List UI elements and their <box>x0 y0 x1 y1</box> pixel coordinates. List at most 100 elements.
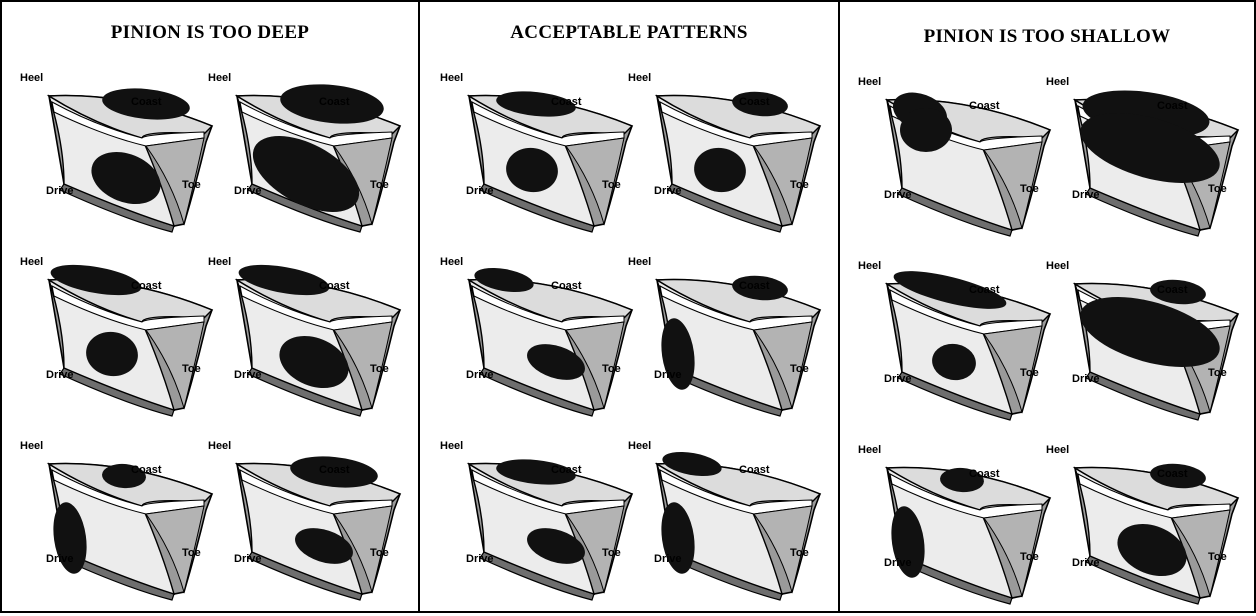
heel-label: Heel <box>440 440 464 452</box>
panel-title: ACCEPTABLE PATTERNS <box>510 22 748 43</box>
drive-label: Drive <box>1072 189 1100 201</box>
coast-contact-patch <box>102 463 146 489</box>
coast-label: Coast <box>131 464 162 476</box>
top-land-band <box>51 285 205 331</box>
heel-label: Heel <box>858 444 882 456</box>
coast-label: Coast <box>739 280 770 292</box>
toe-flank-face <box>1171 509 1231 598</box>
toe-flank-face <box>753 321 813 410</box>
drive-contact-patch <box>661 318 695 390</box>
drive-contact-patch <box>900 108 952 152</box>
heel-label: Heel <box>628 440 652 452</box>
toe-label: Toe <box>182 547 201 559</box>
top-land-band <box>471 101 625 147</box>
top-land-band <box>51 469 205 515</box>
coast-label: Coast <box>739 464 770 476</box>
drive-contact-patch <box>891 506 925 578</box>
coast-contact-patch <box>1150 463 1206 489</box>
heel-label: Heel <box>628 256 652 268</box>
coast-label: Coast <box>1157 100 1188 112</box>
top-land-band <box>239 469 393 515</box>
coast-label: Coast <box>131 96 162 108</box>
coast-contact-patch <box>238 264 330 296</box>
top-land-band <box>51 101 205 147</box>
drive-label: Drive <box>654 369 682 381</box>
toe-flank-face <box>753 137 813 226</box>
toe-label: Toe <box>1208 551 1227 563</box>
coast-label: Coast <box>551 464 582 476</box>
top-land-band <box>471 285 625 331</box>
toe-label: Toe <box>1208 367 1227 379</box>
drive-contact-patch <box>1080 296 1220 368</box>
coast-face <box>654 94 822 139</box>
drive-contact-patch <box>91 151 161 205</box>
tooth-illustration <box>466 91 634 233</box>
coast-label: Coast <box>969 284 1000 296</box>
coast-contact-patch <box>290 456 378 488</box>
toe-label: Toe <box>1020 367 1039 379</box>
coast-label: Coast <box>131 280 162 292</box>
drive-label: Drive <box>466 369 494 381</box>
drive-contact-patch <box>527 528 585 564</box>
coast-contact-patch <box>474 267 534 293</box>
coast-label: Coast <box>319 464 350 476</box>
coast-label: Coast <box>1157 284 1188 296</box>
toe-flank-face <box>145 137 205 226</box>
tooth-illustration <box>46 462 214 601</box>
tooth-illustration <box>884 92 1052 237</box>
tooth-illustration <box>234 84 402 233</box>
coast-face <box>1072 466 1240 511</box>
drive-label: Drive <box>46 369 74 381</box>
tooth-illustration <box>234 456 402 601</box>
toe-label: Toe <box>1020 183 1039 195</box>
toe-label: Toe <box>182 363 201 375</box>
coast-contact-patch <box>732 91 788 117</box>
heel-label: Heel <box>1046 444 1070 456</box>
top-land-band <box>659 101 813 147</box>
top-land-band <box>239 101 393 147</box>
coast-label: Coast <box>551 280 582 292</box>
coast-contact-patch <box>496 459 576 485</box>
drive-label: Drive <box>654 185 682 197</box>
toe-flank-face <box>145 321 205 410</box>
drive-label: Drive <box>654 553 682 565</box>
coast-label: Coast <box>319 280 350 292</box>
coast-contact-patch <box>940 467 984 493</box>
panel-pinion-too-deep: PINION IS TOO DEEP <box>2 2 418 611</box>
drive-label: Drive <box>1072 373 1100 385</box>
toe-flank-face <box>753 505 813 594</box>
drive-contact-patch <box>661 502 695 574</box>
toe-label: Toe <box>370 547 389 559</box>
heel-label: Heel <box>628 72 652 84</box>
drive-contact-patch <box>252 136 360 212</box>
coast-contact-patch <box>1150 279 1206 305</box>
drive-label: Drive <box>884 189 912 201</box>
drive-contact-patch <box>295 528 353 564</box>
tooth-illustration <box>234 264 402 417</box>
coast-label: Coast <box>319 96 350 108</box>
tooth-illustration <box>466 459 634 601</box>
drive-contact-patch <box>527 344 585 380</box>
coast-contact-patch <box>732 275 788 301</box>
toe-flank-face <box>983 325 1043 414</box>
heel-label: Heel <box>208 256 232 268</box>
heel-label: Heel <box>208 440 232 452</box>
panel-acceptable-patterns: ACCEPTABLE PATTERNS <box>418 2 838 611</box>
heel-label: Heel <box>208 72 232 84</box>
drive-label: Drive <box>46 553 74 565</box>
toe-flank-face <box>983 509 1043 598</box>
panel-pinion-too-shallow: PINION IS TOO SHALLOW <box>838 2 1254 611</box>
tooth-illustration <box>46 264 214 417</box>
tooth-illustration <box>654 451 822 601</box>
drive-label: Drive <box>234 185 262 197</box>
top-land-band <box>889 289 1043 335</box>
